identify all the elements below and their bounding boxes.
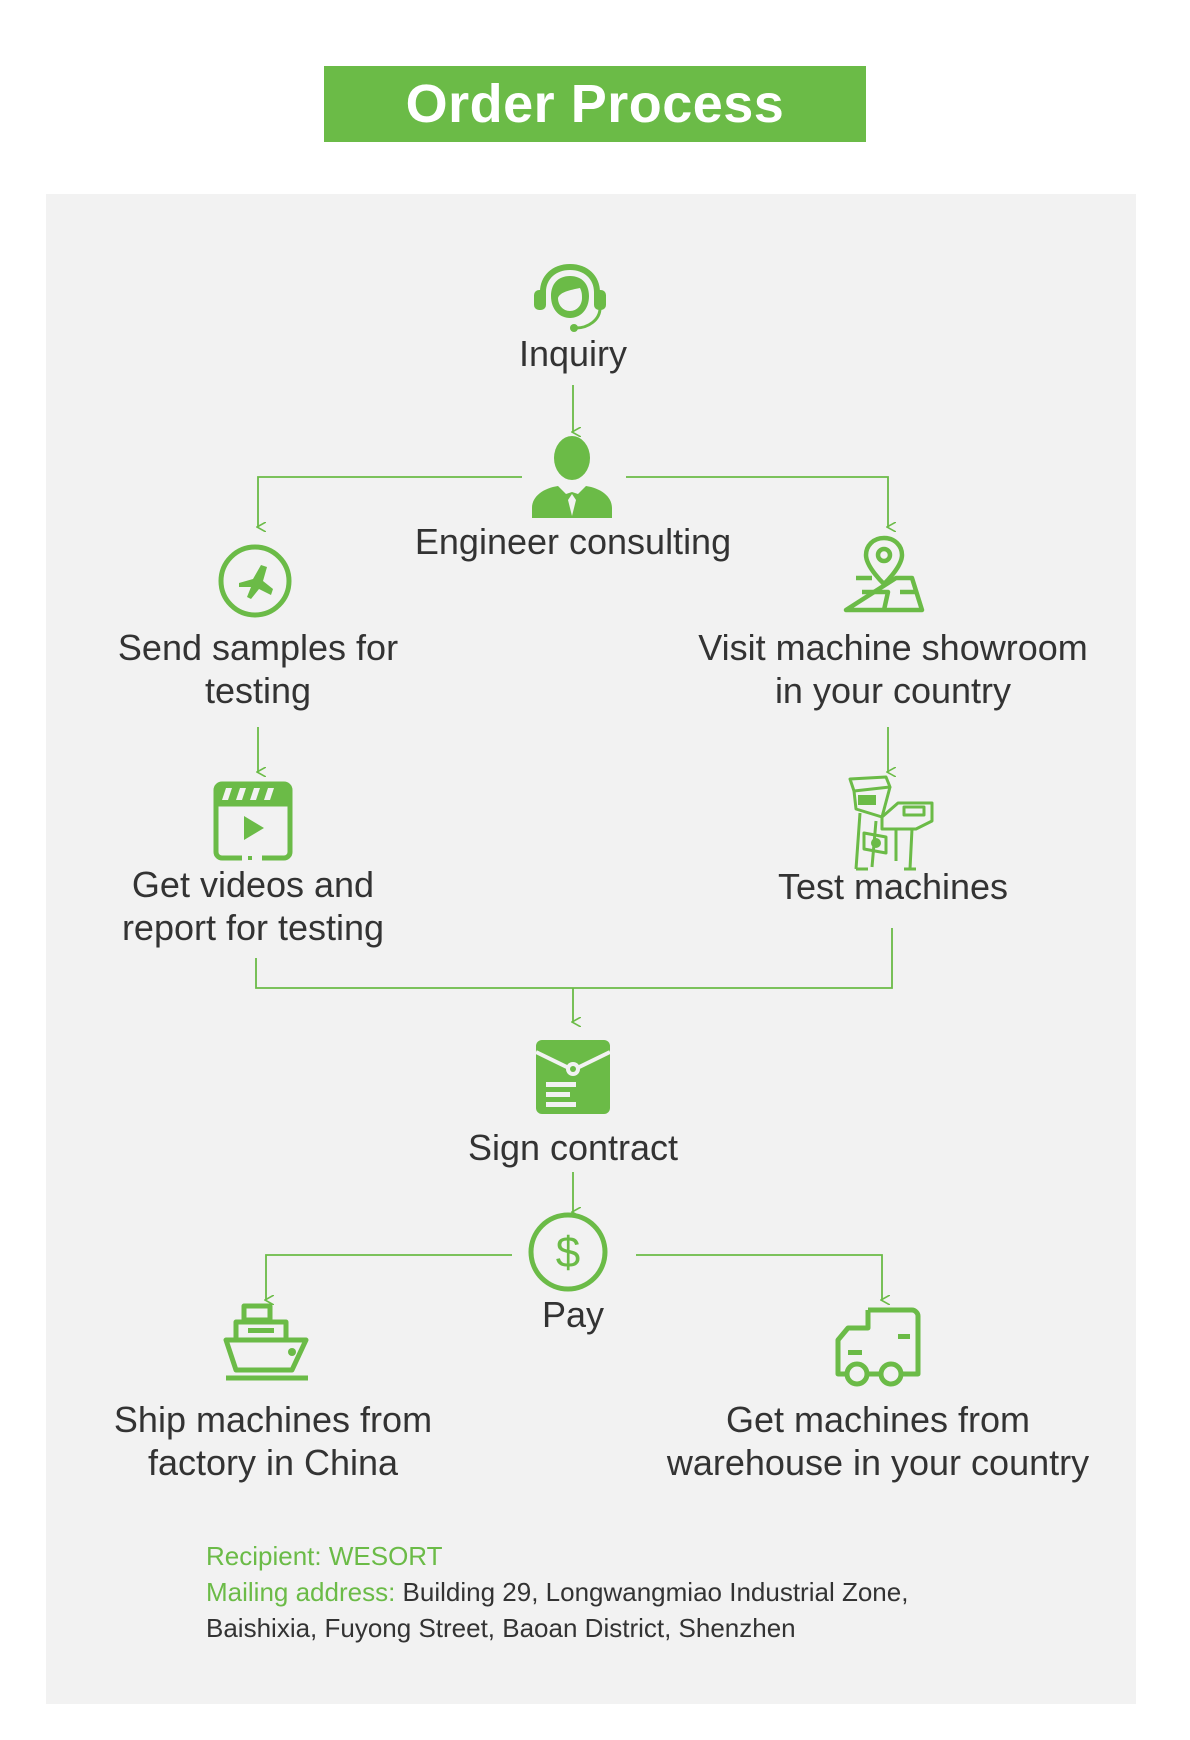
step-get-warehouse-label: Get machines from warehouse in your coun…: [666, 1399, 1090, 1483]
recipient-label: Recipient:: [206, 1541, 322, 1571]
ship-icon: [223, 1303, 309, 1381]
dollar-circle-icon: $: [528, 1212, 608, 1292]
step-get-videos-label: Get videos and report for testing: [121, 864, 385, 948]
recipient-line: Recipient: WESORT: [206, 1538, 1086, 1574]
page-title: Order Process: [405, 74, 785, 134]
step-visit-showroom-label: Visit machine showroom in your country: [698, 627, 1088, 711]
contract-envelope-icon: [535, 1040, 611, 1114]
step-sign-contract-label: Sign contract: [467, 1127, 679, 1168]
step-engineer-label: Engineer consulting: [414, 521, 732, 562]
title-banner: Order Process: [324, 66, 866, 142]
recipient-value: WESORT: [328, 1541, 443, 1571]
engineer-person-icon: [532, 436, 612, 518]
address-block: Recipient: WESORT Mailing address: Build…: [206, 1538, 1086, 1646]
mailing-address-line2: Baishixia, Fuyong Street, Baoan District…: [206, 1613, 796, 1643]
mailing-label: Mailing address:: [206, 1577, 396, 1607]
truck-icon: [835, 1307, 921, 1387]
step-inquiry-label: Inquiry: [518, 333, 628, 374]
airplane-circle-icon: [218, 544, 292, 618]
map-pin-icon: [843, 535, 925, 613]
mailing-address-line1: Building 29, Longwangmiao Industrial Zon…: [402, 1577, 909, 1607]
step-send-samples-label: Send samples for testing: [117, 627, 399, 711]
mailing-line: Mailing address: Building 29, Longwangmi…: [206, 1574, 1086, 1610]
headset-agent-icon: [534, 264, 606, 332]
step-ship-label: Ship machines from factory in China: [113, 1399, 433, 1483]
step-test-machines-label: Test machines: [777, 866, 1009, 907]
video-clapper-icon: [213, 781, 293, 862]
svg-text:$: $: [556, 1228, 580, 1277]
sorting-machine-icon: [848, 775, 934, 871]
step-pay-label: Pay: [541, 1294, 605, 1335]
